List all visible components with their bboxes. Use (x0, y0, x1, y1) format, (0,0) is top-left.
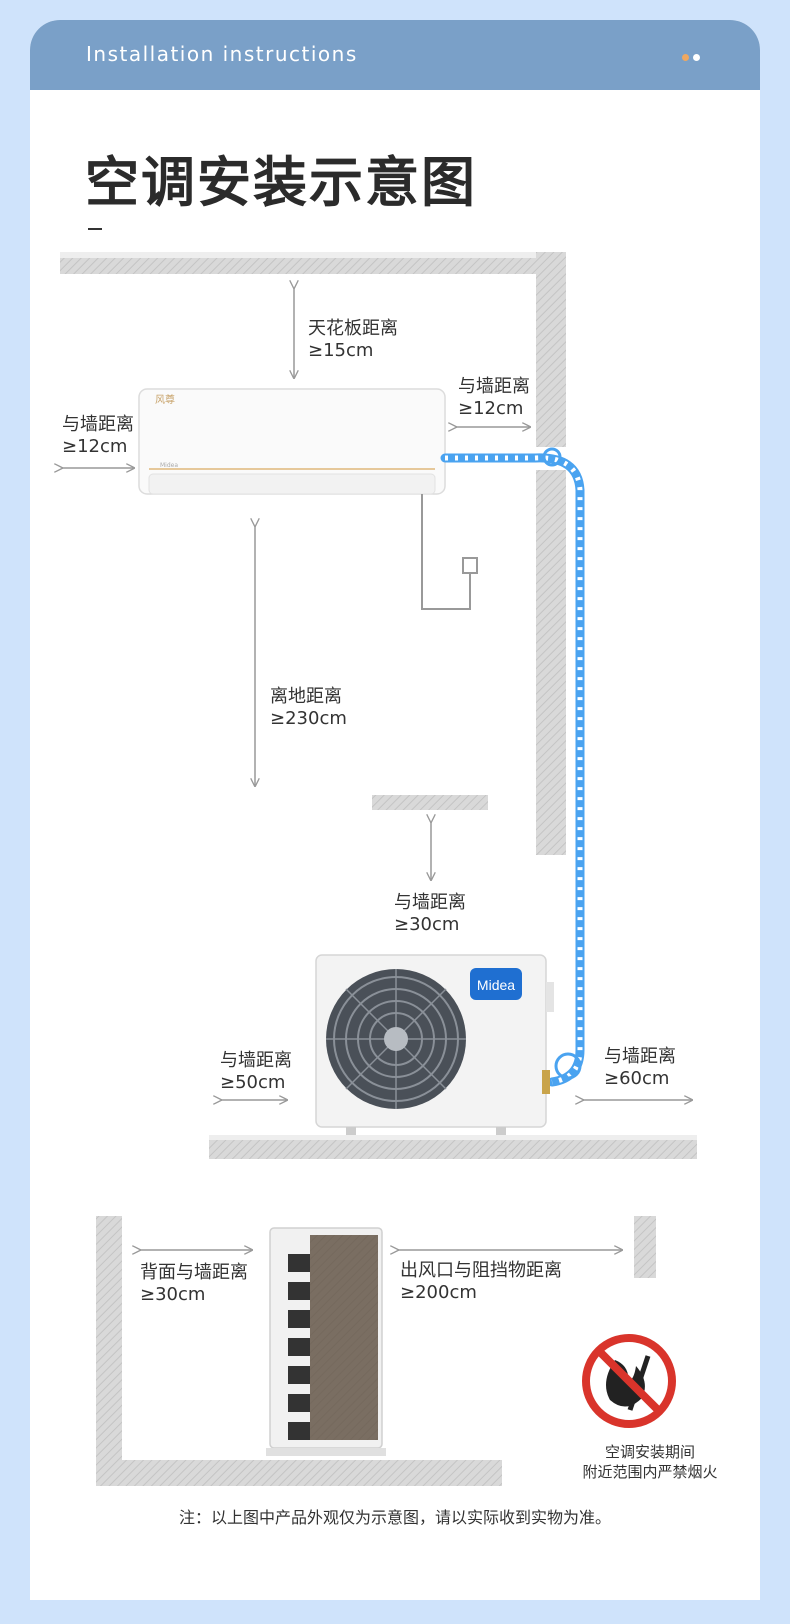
outdoor-unit: Midea (315, 954, 554, 1135)
drain-pipe (421, 494, 471, 610)
indoor-brand-mark: 风尊 (155, 393, 175, 406)
ceiling-distance-label: 天花板距离 ≥15cm (308, 318, 398, 361)
instruction-card: Installation instructions 空调安装示意图 (30, 20, 760, 1600)
midea-logo-badge (470, 968, 522, 1000)
card-header: Installation instructions (30, 20, 760, 90)
drain-outlet (462, 557, 478, 574)
right-wall (536, 252, 566, 855)
indoor-unit: 风尊 Midea (138, 388, 446, 495)
header-title: Installation instructions (86, 42, 358, 66)
indoor-small-logo: Midea (160, 462, 178, 469)
floor-distance-label: 离地距离 ≥230cm (270, 686, 347, 729)
title-underline (88, 228, 102, 230)
outdoor-logo: Midea (477, 977, 515, 993)
installation-diagram: 风尊 Midea (30, 252, 697, 1486)
outdoor-left-distance-label: 与墙距离 ≥50cm (220, 1050, 292, 1093)
left-wall-distance-label: 与墙距离 ≥12cm (62, 414, 134, 457)
outdoor-right-distance-label: 与墙距离 ≥60cm (604, 1046, 676, 1089)
outdoor-top-distance-label: 与墙距离 ≥30cm (394, 892, 466, 935)
decor-dot-orange (682, 54, 689, 61)
air-outlet-distance-label: 出风口与阻挡物距离 ≥200cm (400, 1260, 562, 1303)
fire-warning-text: 空调安装期间 附近范围内严禁烟火 (582, 1443, 718, 1481)
side-view-walls (96, 1216, 656, 1486)
page-title: 空调安装示意图 (85, 151, 477, 214)
right-wall-distance-label: 与墙距离 ≥12cm (458, 376, 530, 419)
no-fire-icon (582, 1334, 676, 1428)
decor-dot-white (693, 54, 700, 61)
refrigerant-pipe (440, 447, 585, 1087)
outdoor-unit-side-view (266, 1227, 386, 1456)
footnote: 注：以上图中产品外观仅为示意图，请以实际收到实物为准。 (178, 1508, 611, 1527)
outdoor-top-wall (372, 795, 488, 810)
back-wall-distance-label: 背面与墙距离 ≥30cm (140, 1262, 248, 1305)
ceiling-wall (60, 252, 566, 274)
